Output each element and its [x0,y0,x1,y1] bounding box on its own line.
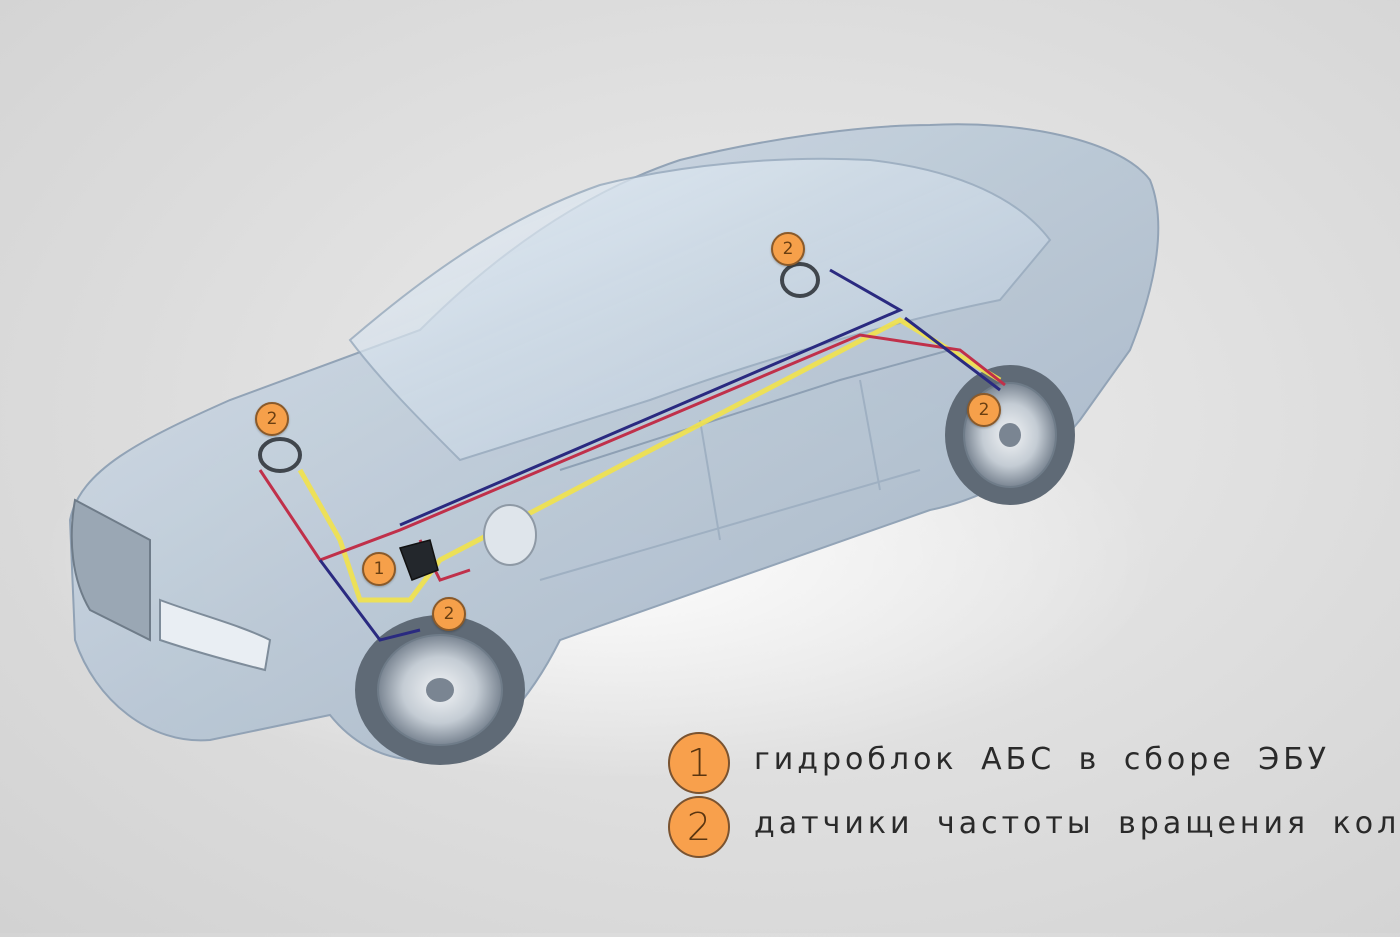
brake-booster [483,504,537,566]
car-windows [348,157,1052,462]
door-seam [699,419,721,541]
headlight [159,598,272,672]
legend: 1 гидроблок АБС в сборе ЭБУ 2 датчики ча… [668,728,1400,858]
sill-line [539,469,921,581]
door-line [559,349,951,471]
door-seam [859,379,881,491]
abs-hydraulic-unit [399,539,439,581]
legend-number-badge: 1 [668,732,730,794]
legend-item: 2 датчики частоты вращения колес [668,792,1400,858]
sensor-ring-front-left [258,437,302,473]
front-grille [70,498,151,642]
wire-blue [318,268,1001,642]
legend-label: датчики частоты вращения колес [754,806,1400,841]
front-wheel [355,615,525,765]
callout-sensor-front-right: 2 [432,597,466,631]
sensor-ring-rear-left [780,262,820,298]
legend-label: гидроблок АБС в сборе ЭБУ [754,742,1331,777]
legend-item: 1 гидроблок АБС в сборе ЭБУ [668,728,1388,794]
callout-abs-unit: 1 [362,552,396,586]
rear-wheel [945,365,1075,505]
callout-sensor-rear-right: 2 [967,393,1001,427]
callout-sensor-rear-left: 2 [771,232,805,266]
callout-sensor-front-left: 2 [255,402,289,436]
wire-yellow [297,317,1002,603]
legend-number-badge: 2 [668,796,730,858]
